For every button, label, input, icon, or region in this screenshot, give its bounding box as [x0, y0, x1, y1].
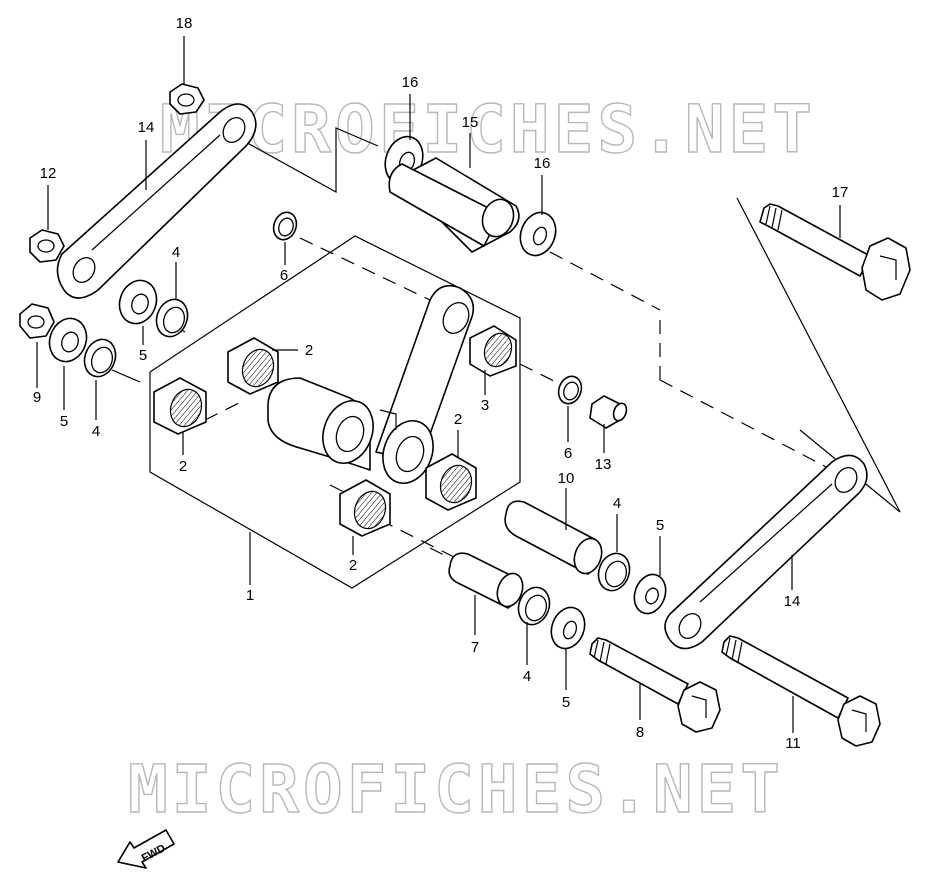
- bearing-3: [469, 325, 517, 377]
- assembly-frame-bolt: [736, 197, 901, 513]
- callout-13: 13: [595, 456, 612, 473]
- spacer-7: [448, 552, 524, 609]
- axis-right: [549, 251, 661, 311]
- washer-5-upper: [118, 279, 158, 325]
- spacer-15: [388, 157, 520, 253]
- washer-5-bottom: [550, 606, 586, 650]
- spacer-13: [589, 395, 628, 429]
- callout-2-left: 2: [179, 458, 187, 475]
- seal-4-bottom: [517, 586, 551, 626]
- washer-5-left: [48, 317, 88, 363]
- seal-6-right: [557, 375, 583, 405]
- nut-12: [29, 229, 65, 263]
- spacer-10: [504, 500, 603, 575]
- callout-12: 12: [40, 165, 57, 182]
- callout-6-top: 6: [280, 267, 288, 284]
- seal-4-left: [83, 338, 117, 378]
- axis-bottom: [429, 547, 451, 559]
- callout-16-top: 16: [402, 74, 419, 91]
- callout-10: 10: [558, 470, 575, 487]
- callout-14-upper: 14: [138, 119, 155, 136]
- tie-rod-lower: [664, 454, 868, 650]
- callout-17: 17: [832, 184, 849, 201]
- washer-16-right: [519, 211, 557, 257]
- callout-2-right: 2: [454, 411, 462, 428]
- bolt-8: [589, 637, 721, 733]
- callout-3: 3: [481, 397, 489, 414]
- callout-4-right: 4: [613, 495, 621, 512]
- callout-4-bottom: 4: [523, 668, 531, 685]
- callout-5-bottom: 5: [562, 694, 570, 711]
- callout-2-upper: 2: [305, 342, 313, 359]
- callout-9: 9: [33, 389, 41, 406]
- callout-18: 18: [176, 15, 193, 32]
- callout-6-right: 6: [564, 445, 572, 462]
- axis-upper: [299, 237, 431, 301]
- bolt-11: [721, 635, 881, 747]
- seal-4-right: [597, 552, 631, 592]
- axis-side-seal: [111, 369, 141, 383]
- callout-5-left: 5: [60, 413, 68, 430]
- nut-9: [19, 303, 55, 339]
- axis-left-bearings: [204, 399, 246, 421]
- callout-4-left: 4: [92, 423, 100, 440]
- watermark-top: MICROFICHES.NET: [160, 91, 816, 168]
- callout-14-lower: 14: [784, 593, 801, 610]
- callout-7: 7: [471, 639, 479, 656]
- seal-4-upper: [155, 298, 189, 338]
- callout-2-lower: 2: [349, 557, 357, 574]
- callout-15: 15: [462, 114, 479, 131]
- axis-right-3: [659, 379, 833, 471]
- link-body-1: [267, 284, 475, 484]
- bearing-2-upper: [227, 337, 279, 395]
- callout-8: 8: [636, 724, 644, 741]
- callout-11: 11: [785, 735, 801, 752]
- seal-6-top: [272, 211, 298, 241]
- callout-4-upper: 4: [172, 244, 180, 261]
- nut-18: [169, 83, 205, 115]
- assembly-frame-link: [149, 235, 521, 589]
- callout-5-right: 5: [656, 517, 664, 534]
- bearing-2-left: [153, 377, 207, 435]
- bearing-2-lower: [339, 479, 391, 537]
- callout-5-upper: 5: [139, 347, 147, 364]
- leader-lines: [36, 36, 841, 733]
- axis-lower-left: [329, 484, 351, 496]
- callout-16-right: 16: [534, 155, 551, 172]
- fwd-arrow-icon: FWD: [117, 829, 175, 869]
- tie-rod-upper: [56, 103, 257, 299]
- bolt-17: [759, 203, 911, 301]
- washer-5-right: [633, 573, 667, 615]
- callout-1: 1: [246, 587, 254, 604]
- axis-middle: [519, 363, 561, 385]
- bearing-2-right: [425, 453, 477, 511]
- watermark-bottom: MICROFICHES.NET: [128, 751, 784, 828]
- break-line: [241, 127, 379, 194]
